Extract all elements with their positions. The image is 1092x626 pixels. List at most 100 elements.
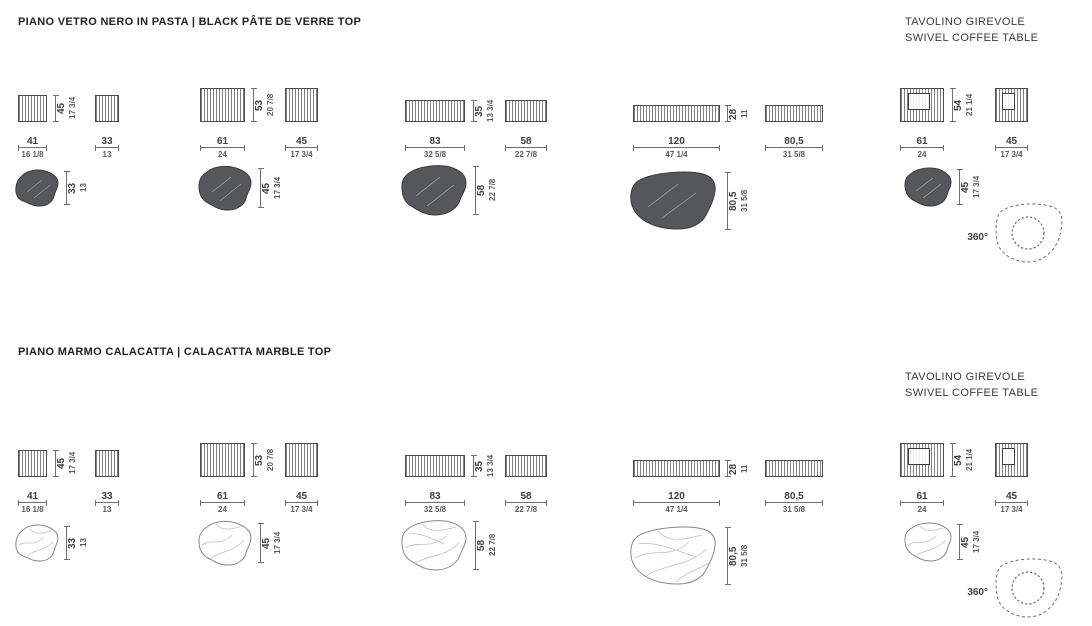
height-dim-line xyxy=(725,105,731,122)
width-cm-label: 61 xyxy=(916,491,928,502)
depth-cm-label: 33 xyxy=(67,182,78,194)
height-inch-label: 17 3/4 xyxy=(68,96,77,120)
depth-inch-label: 17 3/4 xyxy=(273,531,282,555)
depth-cm-label: 80,5 xyxy=(728,191,739,211)
height-cm-label: 35 xyxy=(474,460,485,472)
side-view xyxy=(765,105,823,122)
height-cm-label: 45 xyxy=(56,457,67,469)
depth-cm-label: 58 xyxy=(476,539,487,551)
front-view xyxy=(405,100,465,122)
front-view xyxy=(200,88,245,122)
width-inch-label: 24 xyxy=(218,505,227,514)
rotation-360-icon xyxy=(995,203,1063,263)
width-inch-label: 47 1/4 xyxy=(665,150,688,159)
height-dim-line xyxy=(471,455,477,477)
height-inch-label: 13 3/4 xyxy=(486,454,495,478)
depth-dim-line xyxy=(725,527,731,585)
swivel-base-detail xyxy=(1002,93,1015,110)
side-width-dim-line xyxy=(285,500,318,506)
depth-cm-label: 80,5 xyxy=(728,546,739,566)
side-width-inch-label: 13 xyxy=(102,150,112,159)
width-cm-label: 41 xyxy=(26,491,39,502)
height-dim-line xyxy=(471,100,477,122)
depth-cm-label: 45 xyxy=(261,182,272,194)
side-width-cm-label: 45 xyxy=(295,136,308,147)
top-view-shape xyxy=(630,526,716,585)
depth-dim-line xyxy=(957,169,963,205)
side-width-dim-line xyxy=(95,145,119,151)
side-width-cm-label: 58 xyxy=(520,491,532,502)
side-width-inch-label: 22 7/8 xyxy=(514,150,538,159)
width-inch-label: 32 5/8 xyxy=(423,505,447,514)
side-width-inch-label: 17 3/4 xyxy=(1000,505,1023,514)
width-inch-label: 24 xyxy=(218,150,227,159)
side-width-dim-line xyxy=(995,500,1028,506)
side-width-cm-label: 58 xyxy=(520,136,532,147)
front-view xyxy=(633,460,720,477)
depth-inch-label: 17 3/4 xyxy=(273,176,282,200)
height-cm-label: 54 xyxy=(953,99,964,111)
front-view xyxy=(18,450,47,477)
height-dim-line xyxy=(725,460,731,477)
depth-cm-label: 45 xyxy=(261,537,272,549)
width-dim-line xyxy=(18,145,47,151)
side-width-inch-label: 17 3/4 xyxy=(290,505,313,514)
width-dim-line xyxy=(405,500,465,506)
side-view xyxy=(995,88,1028,122)
width-dim-line xyxy=(18,500,47,506)
width-cm-label: 61 xyxy=(916,136,928,147)
depth-inch-label: 17 3/4 xyxy=(972,175,981,199)
height-cm-label: 35 xyxy=(474,105,485,117)
side-width-cm-label: 45 xyxy=(295,491,308,502)
side-width-cm-label: 80,5 xyxy=(784,136,804,147)
height-dim-line xyxy=(950,443,956,477)
top-view-shape xyxy=(630,171,716,230)
top-view-shape xyxy=(15,169,59,207)
width-dim-line xyxy=(200,145,245,151)
width-dim-line xyxy=(633,145,720,151)
width-cm-label: 61 xyxy=(216,136,229,147)
side-width-cm-label: 45 xyxy=(1005,491,1018,502)
side-width-dim-line xyxy=(285,145,318,151)
swivel-base-detail xyxy=(908,93,930,110)
width-inch-label: 24 xyxy=(917,505,927,514)
width-cm-label: 41 xyxy=(26,136,39,147)
depth-dim-line xyxy=(64,171,70,205)
width-inch-label: 32 5/8 xyxy=(423,150,447,159)
width-dim-line xyxy=(900,500,944,506)
rotation-label: 360° xyxy=(967,232,988,243)
width-dim-line xyxy=(633,500,720,506)
width-cm-label: 61 xyxy=(216,491,229,502)
depth-inch-label: 22 7/8 xyxy=(488,533,497,557)
height-inch-label: 20 7/8 xyxy=(266,448,275,472)
width-inch-label: 16 1/8 xyxy=(21,150,44,159)
swivel-title-line2: SWIVEL COFFEE TABLE xyxy=(905,32,1039,44)
side-width-dim-line xyxy=(765,145,823,151)
side-view xyxy=(285,88,318,122)
top-view-shape xyxy=(198,520,252,566)
depth-dim-line xyxy=(64,526,70,560)
height-cm-label: 28 xyxy=(728,463,739,475)
depth-inch-label: 13 xyxy=(79,183,88,193)
side-width-dim-line xyxy=(995,145,1028,151)
width-cm-label: 120 xyxy=(668,136,685,147)
height-dim-line xyxy=(251,88,257,122)
width-cm-label: 83 xyxy=(429,491,441,502)
front-view xyxy=(200,443,245,477)
height-inch-label: 17 3/4 xyxy=(68,451,77,475)
front-view xyxy=(900,88,944,122)
swivel-base-detail xyxy=(1002,448,1015,465)
depth-dim-line xyxy=(258,168,264,208)
side-width-cm-label: 33 xyxy=(101,491,113,502)
depth-dim-line xyxy=(725,172,731,230)
swivel-title-line2: SWIVEL COFFEE TABLE xyxy=(905,387,1039,399)
width-dim-line xyxy=(900,145,944,151)
side-width-inch-label: 17 3/4 xyxy=(290,150,313,159)
depth-cm-label: 58 xyxy=(476,184,487,196)
side-view xyxy=(285,443,318,477)
rotation-360-icon xyxy=(995,558,1063,618)
height-inch-label: 11 xyxy=(740,109,749,119)
side-width-inch-label: 13 xyxy=(102,505,112,514)
depth-cm-label: 33 xyxy=(67,537,78,549)
